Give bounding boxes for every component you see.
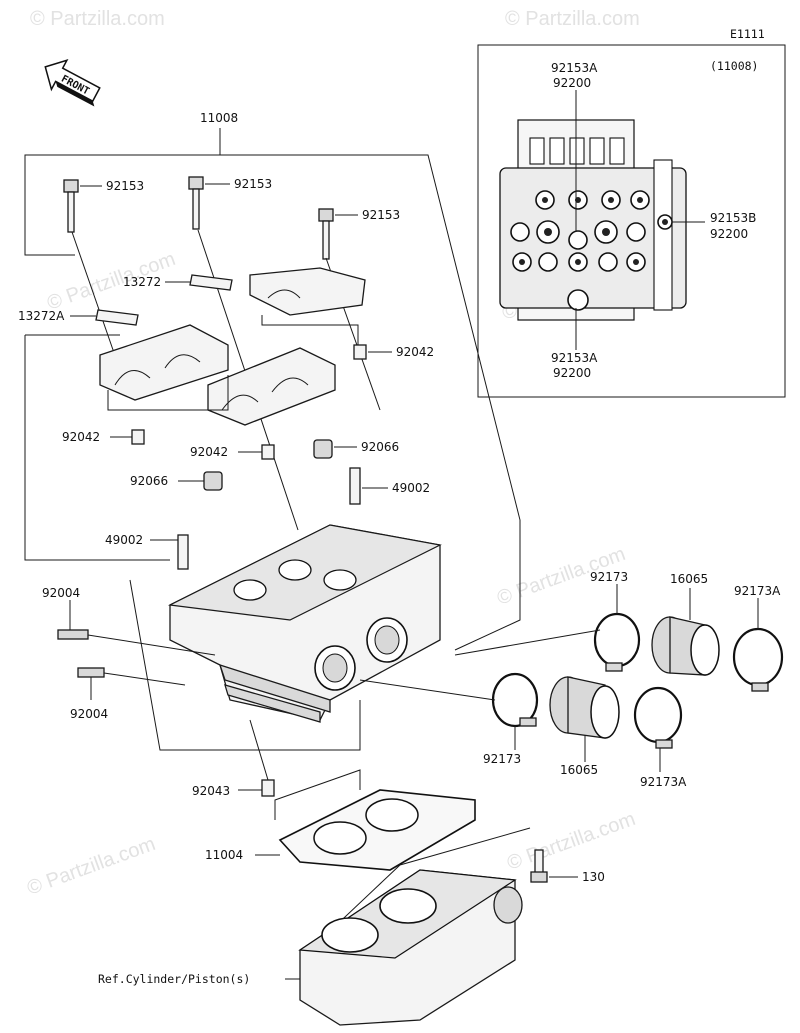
dowel-92042-left <box>110 429 145 445</box>
label-49002-left: 49002 <box>105 533 143 547</box>
seal-92066-left <box>178 471 223 491</box>
label-11008: 11008 <box>200 111 238 125</box>
stud-92004-upper <box>57 629 216 656</box>
bolt-92153-left <box>63 179 102 233</box>
guide-49002-left <box>150 534 189 570</box>
label-92173A-upper: 92173A <box>734 584 781 598</box>
label-11004: 11004 <box>205 848 243 862</box>
holder-16065-upper <box>651 616 720 676</box>
seal-92066-right <box>313 439 357 459</box>
label-92153-middle: 92153 <box>234 177 272 191</box>
label-92042-right: 92042 <box>396 345 434 359</box>
label-92042-middle: 92042 <box>190 445 228 459</box>
holder-16065-lower <box>549 676 620 739</box>
label-130: 130 <box>582 870 605 884</box>
clamp-92173-upper <box>593 612 641 672</box>
head-gasket-11004 <box>255 789 476 871</box>
inset-label-92153B: 92153B <box>710 211 756 225</box>
label-ref-cylinder-piston: Ref.Cylinder/Piston(s) <box>98 972 250 986</box>
label-92004-upper: 92004 <box>42 586 80 600</box>
bolt-130 <box>530 849 578 883</box>
bolt-92153-right <box>318 208 358 260</box>
stud-92004-lower <box>77 667 186 700</box>
label-92173-upper: 92173 <box>590 570 628 584</box>
inset-label-92200-top: 92200 <box>553 76 591 90</box>
label-92066-right: 92066 <box>361 440 399 454</box>
label-92153-left: 92153 <box>106 179 144 193</box>
inset-label-92200-bottom: 92200 <box>553 366 591 380</box>
clamp-92173-lower <box>491 672 539 728</box>
cylinder-head <box>167 524 442 723</box>
clamp-92173A-lower <box>633 686 683 749</box>
watermark-5: © Partzilla.com <box>24 833 158 900</box>
inset-label-92153A-bottom: 92153A <box>551 351 598 365</box>
dowel-92043 <box>238 779 275 797</box>
dowel-92042-middle <box>238 444 275 460</box>
guide-49002-right <box>349 467 388 505</box>
clamp-92173A-upper <box>732 627 784 692</box>
cylinder-block <box>285 869 523 1026</box>
diagram-code: E1111 <box>730 27 765 41</box>
dowel-92042-right <box>353 344 392 360</box>
label-16065-upper: 16065 <box>670 572 708 586</box>
label-92042-left: 92042 <box>62 430 100 444</box>
inset-panel: (11008) 92153A 92200 92153B 92200 92 <box>477 44 786 398</box>
label-92173-lower: 92173 <box>483 752 521 766</box>
inset-label-92200-right: 92200 <box>710 227 748 241</box>
watermark-1: © Partzilla.com <box>30 8 165 30</box>
label-92153-right: 92153 <box>362 208 400 222</box>
label-92004-lower: 92004 <box>70 707 108 721</box>
plate-13272A <box>70 309 139 326</box>
inset-label-92153A-top: 92153A <box>551 61 598 75</box>
plate-13272 <box>165 274 233 291</box>
watermark-6: © Partzilla.com <box>504 808 638 875</box>
cam-cap-right <box>249 267 366 316</box>
label-13272: 13272 <box>123 275 161 289</box>
bolt-92153-middle <box>188 176 230 230</box>
assembly-bracket <box>24 128 521 651</box>
label-16065-lower: 16065 <box>560 763 598 777</box>
cam-cap-left <box>99 324 229 401</box>
label-49002-right: 49002 <box>392 481 430 495</box>
label-92043: 92043 <box>192 784 230 798</box>
watermark-2: © Partzilla.com <box>505 8 640 30</box>
front-arrow-icon: FRONT <box>44 58 101 107</box>
label-92066-left: 92066 <box>130 474 168 488</box>
label-13272A: 13272A <box>18 309 65 323</box>
label-92173A-lower: 92173A <box>640 775 687 789</box>
inset-ref: (11008) <box>710 59 758 73</box>
